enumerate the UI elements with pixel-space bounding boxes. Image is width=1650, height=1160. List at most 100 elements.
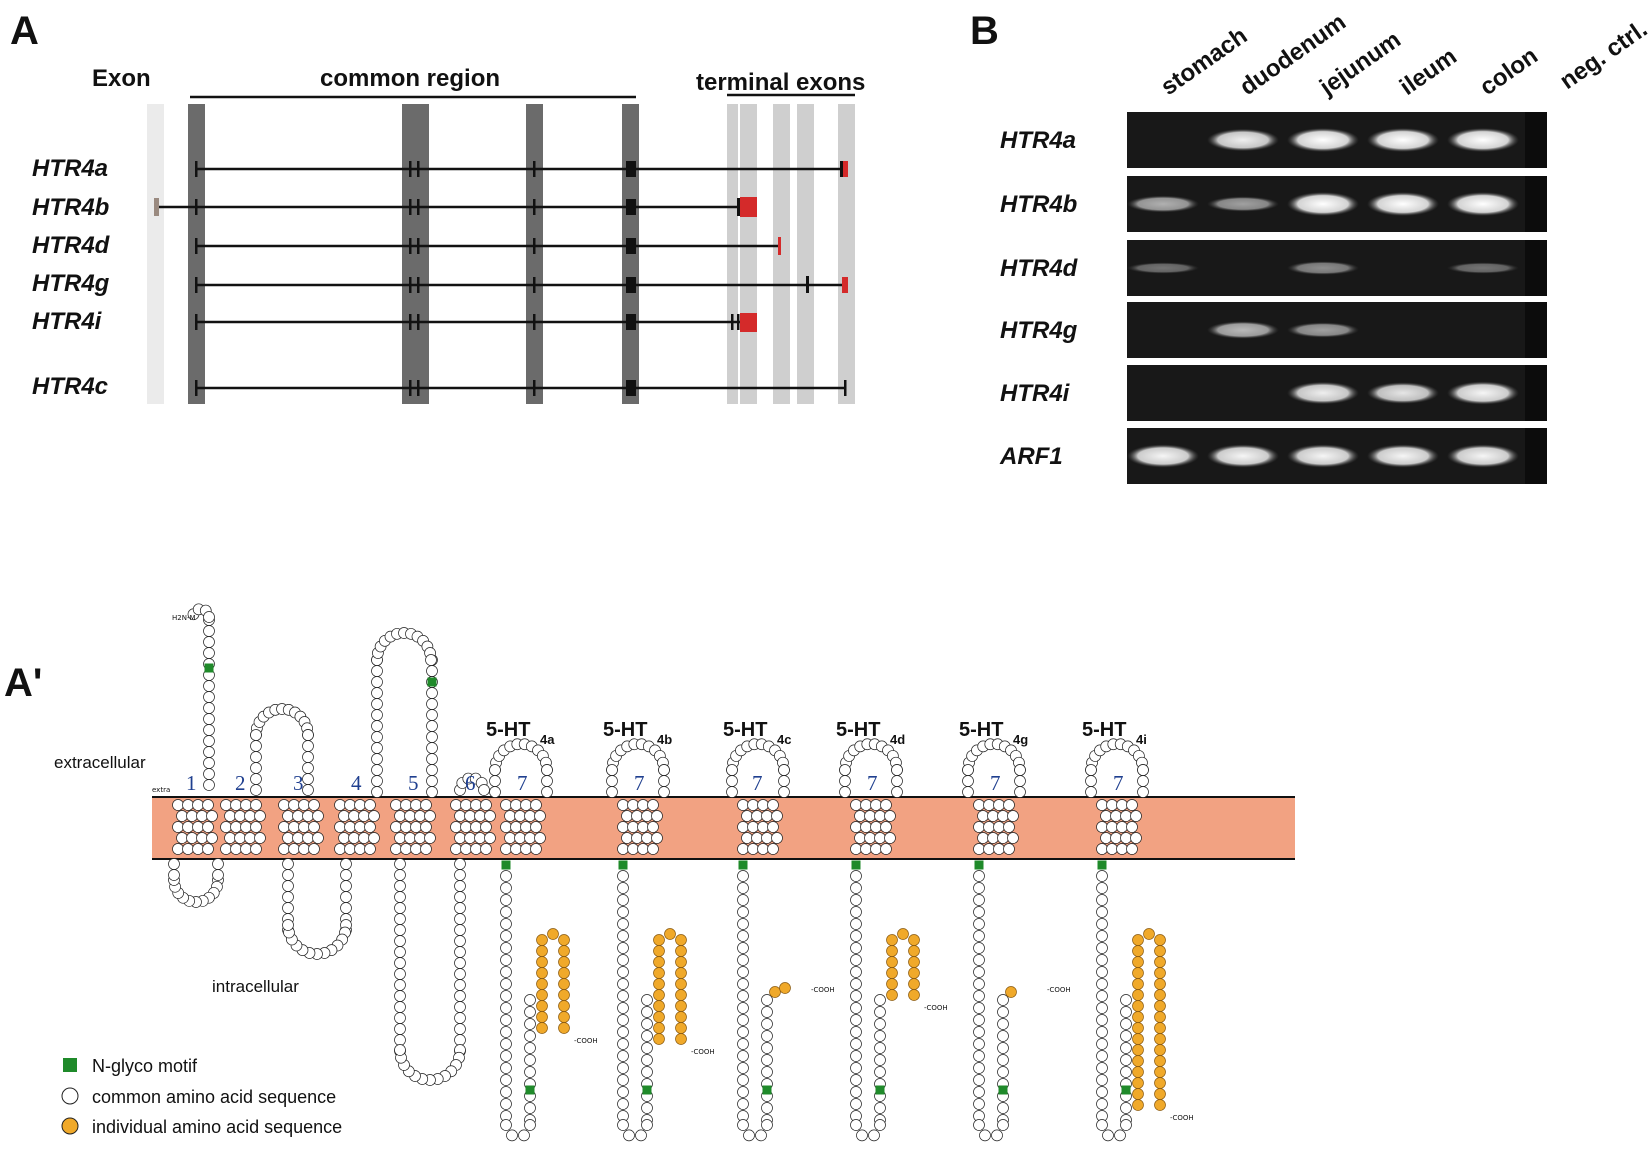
residue [737,930,749,942]
residue [454,913,466,925]
residue [1096,1014,1108,1026]
gel-band [1127,262,1199,274]
residue [454,1012,466,1024]
residue [1085,775,1097,787]
residue [874,994,886,1006]
residue-individual [1132,1099,1144,1111]
residue [292,832,304,844]
gel-row-htr4i: HTR4i [1000,365,1547,421]
residue [778,764,790,776]
residue-individual [558,1011,570,1023]
residue [302,784,314,796]
residue-individual [536,934,548,946]
glyco-motif [875,1085,885,1095]
residue [371,753,383,765]
residue [761,1030,773,1042]
exon-mark [417,161,420,177]
residue [641,810,653,822]
exon-mark [417,199,420,215]
residue [1096,799,1108,811]
residue [1096,1074,1108,1086]
residue [278,799,290,811]
residue [298,821,310,833]
residue [282,891,294,903]
variant-subscript: 4d [890,732,905,747]
residue [302,832,314,844]
residue [480,843,492,855]
residue [1003,843,1015,855]
residue-individual [547,928,559,940]
residue [621,810,633,822]
residue [751,832,763,844]
exon-mark [626,161,636,177]
residue [860,821,872,833]
exon-mark [409,380,412,396]
residue [278,821,290,833]
residue [737,918,749,930]
residue [500,870,512,882]
residue [962,786,974,798]
residue [741,810,753,822]
variant-title: 5-HT [836,719,880,741]
isoform-row-htr4b: HTR4b [32,194,740,221]
residue [1130,832,1142,844]
residue [979,1129,991,1142]
residue [454,979,466,991]
residue [364,843,376,855]
residue [514,832,526,844]
variant-title: 5-HT [603,719,647,741]
residue-individual [1132,1000,1144,1012]
residue [426,687,438,699]
residue [450,821,462,833]
residue-individual [1132,1033,1144,1045]
residue [371,742,383,754]
residue [973,1026,985,1038]
exon-mark [626,314,636,330]
residue-individual [558,934,570,946]
residue [454,832,466,844]
residue [1106,799,1118,811]
panel-a-prime-letter: A' [4,661,42,705]
residue [480,821,492,833]
residue-individual [536,945,548,957]
gel-row-label: HTR4i [1000,380,1071,407]
residue [884,810,896,822]
residue [1106,843,1118,855]
residue [617,930,629,942]
isoform-label: HTR4i [32,308,103,335]
residue [254,810,266,822]
residue [973,799,985,811]
residue [987,810,999,822]
residue-individual [769,986,781,998]
residue-individual [1154,978,1166,990]
residue [637,799,649,811]
residue [312,810,324,822]
residue [344,843,356,855]
residue [250,843,262,855]
residue [470,799,482,811]
residue [282,902,294,914]
residue [192,843,204,855]
residue [1126,821,1138,833]
residue [973,1002,985,1014]
residue [617,1050,629,1062]
residue [371,698,383,710]
exon-label: Exon [92,65,151,92]
residue [870,799,882,811]
residue-individual [675,1011,687,1023]
common-region-label: common region [320,65,500,92]
residue [617,906,629,918]
residue [884,832,896,844]
residue [757,821,769,833]
residue [637,843,649,855]
residue [973,1038,985,1050]
residue [230,799,242,811]
residue [850,1119,862,1131]
residue [250,773,262,785]
gel-band [1207,196,1279,212]
residue [874,1119,886,1131]
residue-individual [1154,934,1166,946]
residue [394,946,406,958]
residue [757,799,769,811]
